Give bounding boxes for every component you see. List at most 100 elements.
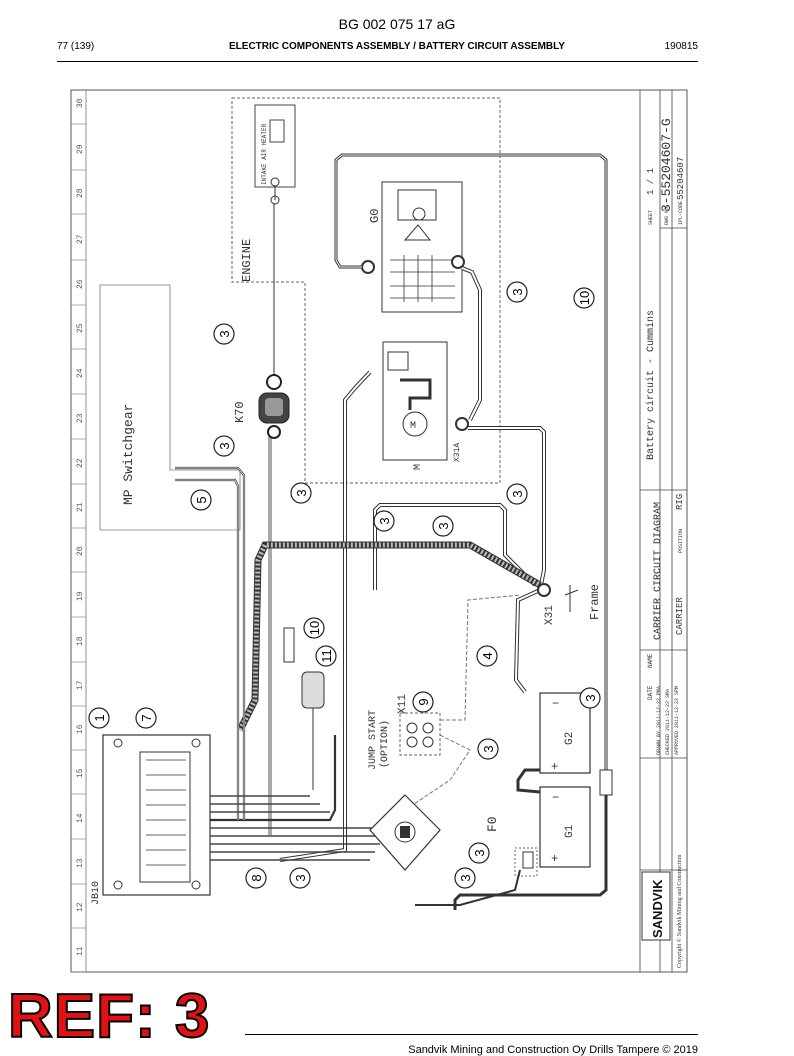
section-title: ELECTRIC COMPONENTS ASSEMBLY / BATTERY C… bbox=[229, 41, 565, 52]
f0-label: F0 bbox=[485, 816, 500, 832]
svg-text:8: 8 bbox=[249, 874, 264, 881]
callout-3: 3 bbox=[506, 483, 528, 505]
switchgear-label: MP Switchgear bbox=[121, 404, 136, 505]
intake-air-heater: INTAKE AIR HEATER bbox=[254, 104, 296, 205]
callout-3: 3 bbox=[290, 482, 312, 504]
tb-sheet: 1 / 1 bbox=[646, 168, 656, 195]
starter-motor-m: M M X31A bbox=[382, 341, 469, 470]
tb-dwg-no: 3-55204607-G bbox=[659, 118, 674, 212]
grid-number: 30 bbox=[76, 98, 85, 108]
grid-number: 18 bbox=[76, 636, 85, 646]
grid-number: 27 bbox=[76, 234, 85, 244]
g1-label: G1 bbox=[564, 824, 576, 838]
grid-number: 11 bbox=[76, 946, 85, 956]
tb-diagram: CARRIER CIRCUIT DIAGRAM bbox=[653, 502, 664, 640]
k70-label: K70 bbox=[233, 401, 247, 423]
battery-g2: G2 − + bbox=[539, 692, 591, 774]
svg-text:3: 3 bbox=[510, 288, 525, 295]
svg-text:−: − bbox=[552, 791, 559, 805]
header-rule bbox=[57, 61, 698, 62]
callout-3: 3 bbox=[213, 435, 235, 457]
g2-label: G2 bbox=[564, 732, 576, 745]
svg-text:−: − bbox=[552, 697, 559, 711]
document-code: BG 002 075 17 aG bbox=[338, 16, 456, 32]
callout-3: 3 bbox=[432, 515, 454, 537]
svg-text:3: 3 bbox=[217, 442, 232, 449]
tb-group: CARRIER bbox=[675, 597, 685, 635]
tb-row-1: CHECKED 2011-12-22 SMA bbox=[665, 689, 671, 755]
junction-box-jb10: JB10 bbox=[91, 734, 211, 905]
grid-number: 17 bbox=[76, 680, 85, 690]
copyright-text: Copyright © Sandvik Mining and Construct… bbox=[676, 855, 683, 968]
battery-g1: G1 − + bbox=[539, 786, 591, 868]
svg-text:10: 10 bbox=[577, 291, 592, 305]
grid-number: 13 bbox=[76, 858, 85, 868]
grid-number: 24 bbox=[76, 368, 85, 378]
tb-position: RIG bbox=[675, 494, 685, 510]
grid-number: 25 bbox=[76, 323, 85, 333]
callout-3: 3 bbox=[454, 867, 476, 889]
jump-start-text-2: (OPTION) bbox=[379, 720, 391, 768]
callout-7: 7 bbox=[135, 707, 157, 729]
callout-5: 5 bbox=[190, 489, 212, 511]
svg-text:7: 7 bbox=[139, 714, 154, 721]
grid-number: 15 bbox=[76, 768, 85, 778]
alternator-g0: G0 bbox=[361, 181, 465, 313]
footer-text: Sandvik Mining and Construction Oy Drill… bbox=[408, 1044, 698, 1056]
tb-row-0: DRAWN BY 2011-12-22 PMA bbox=[656, 686, 662, 755]
tb-name-head: NAME bbox=[647, 653, 654, 668]
svg-text:3: 3 bbox=[436, 522, 451, 529]
svg-text:10: 10 bbox=[307, 621, 322, 635]
callout-3: 3 bbox=[477, 738, 499, 760]
grid-number: 23 bbox=[76, 413, 85, 423]
svg-text:1: 1 bbox=[92, 714, 107, 721]
callout-3: 3 bbox=[213, 323, 235, 345]
tb-row-2: APPROVED 2011-12-22 SPM bbox=[674, 686, 680, 755]
grid-number: 20 bbox=[76, 546, 85, 556]
tb-description: Battery circuit - Cummins bbox=[645, 310, 657, 460]
sandvik-logo: SANDVIK bbox=[650, 879, 665, 938]
relay-k70: K70 bbox=[233, 374, 290, 439]
svg-text:5: 5 bbox=[194, 496, 209, 503]
svg-text:3: 3 bbox=[458, 874, 473, 881]
page-number: 77 (139) bbox=[57, 41, 95, 52]
grid-number: 28 bbox=[76, 188, 85, 198]
callout-3: 3 bbox=[579, 687, 601, 709]
x11-label: X11 bbox=[397, 694, 409, 714]
footer-rule bbox=[245, 1034, 698, 1035]
grid-number: 22 bbox=[76, 458, 85, 468]
svg-text:3: 3 bbox=[377, 517, 392, 524]
svg-text:3: 3 bbox=[217, 330, 232, 337]
grid-number: 21 bbox=[76, 502, 85, 512]
jb10-label: JB10 bbox=[91, 881, 102, 905]
svg-text:11: 11 bbox=[319, 649, 334, 663]
callout-10: 10 bbox=[303, 617, 325, 639]
engine-label: ENGINE bbox=[240, 239, 254, 282]
callout-4: 4 bbox=[476, 645, 498, 667]
svg-text:9: 9 bbox=[416, 698, 431, 705]
x31-label: X31 bbox=[544, 605, 556, 625]
svg-text:4: 4 bbox=[480, 652, 495, 659]
svg-text:3: 3 bbox=[583, 694, 598, 701]
grid-number: 26 bbox=[76, 279, 85, 289]
heater-label: INTAKE AIR HEATER bbox=[261, 123, 268, 185]
tb-dwg-label: DWG NO bbox=[664, 207, 670, 225]
motor-symbol: M bbox=[410, 421, 416, 432]
callout-3: 3 bbox=[506, 281, 528, 303]
date-code: 190815 bbox=[664, 41, 698, 52]
jump-start-text-1: JUMP START bbox=[368, 710, 379, 770]
callout-8: 8 bbox=[245, 867, 267, 889]
ref-stamp: REF: 3 bbox=[7, 982, 211, 1051]
tb-date-head: DATE bbox=[647, 685, 654, 700]
tb-sheet-label: SHEET bbox=[648, 210, 654, 225]
tb-ipl-label: IPL-CODE bbox=[678, 201, 684, 225]
svg-text:3: 3 bbox=[510, 490, 525, 497]
g0-label: G0 bbox=[368, 209, 382, 223]
svg-text:+: + bbox=[551, 760, 558, 774]
title-block bbox=[639, 90, 687, 972]
grid-number: 14 bbox=[76, 813, 85, 823]
callout-3: 3 bbox=[468, 842, 490, 864]
